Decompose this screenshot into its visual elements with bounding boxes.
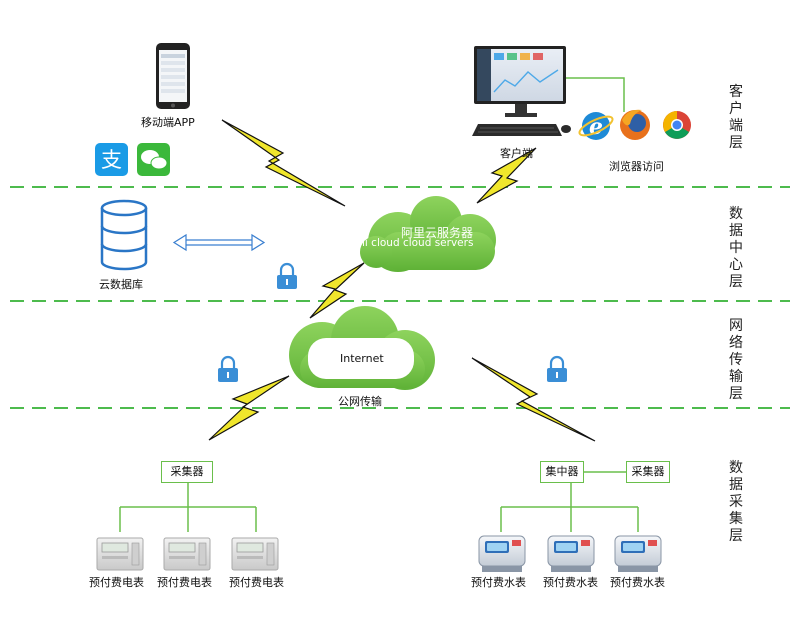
keyboard-icon [472, 124, 571, 136]
water-meter-label: 预付费水表 [610, 576, 665, 589]
mobile-phone-icon [156, 43, 190, 109]
internet-cloud-title: Internet [340, 352, 384, 365]
water-meter-1-icon [478, 535, 526, 572]
cloud-database-icon [100, 199, 148, 271]
water-meter-3-icon [614, 535, 662, 572]
wechat-icon [137, 143, 170, 176]
desktop-monitor-icon [474, 46, 566, 117]
lightning-internet-left-icon [208, 375, 290, 441]
layer-title-network: 网 络 传 输 层 [729, 318, 743, 402]
electric-meter-1-icon [96, 537, 144, 571]
double-arrow-icon [172, 233, 266, 252]
firefox-icon [620, 109, 650, 140]
lightning-desktop-server-icon [476, 147, 537, 204]
public-network-label: 公网传输 [338, 395, 382, 408]
desktop-client-label: 客户端 [500, 147, 533, 160]
left-collector-tree [119, 483, 257, 532]
lock-icon-network-left [218, 355, 238, 382]
internet-cloud-shape [289, 306, 435, 390]
right-collector-box: 采集器 [626, 461, 670, 483]
electric-meter-label: 预付费电表 [157, 576, 212, 589]
electric-meter-2-icon [163, 537, 211, 571]
aliyun-cloud-shape [360, 196, 496, 272]
lightning-bolts [208, 119, 596, 442]
lightning-server-internet-icon [309, 262, 365, 319]
aliyun-server-subtitle: li cloud cloud servers [362, 237, 474, 249]
water-meter-2-icon [547, 535, 595, 572]
lock-icon-datacenter [277, 262, 297, 289]
layer-title-acquisition: 数 据 采 集 层 [729, 460, 743, 544]
lock-icon-network-right [547, 355, 567, 382]
svg-text:支: 支 [101, 148, 122, 172]
lightning-internet-right-icon [471, 357, 596, 442]
alipay-icon: 支 [95, 143, 128, 176]
monitor-browser-connector [566, 77, 625, 112]
right-concentrator-tree [500, 471, 639, 532]
right-concentrator-box: 集中器 [540, 461, 584, 483]
water-meter-label: 预付费水表 [543, 576, 598, 589]
layer-dividers [10, 186, 790, 409]
layer-title-datacenter: 数 据 中 心 层 [729, 206, 743, 290]
layer-title-client: 客 户 端 层 [729, 84, 743, 151]
ie-icon: e [578, 112, 614, 140]
aliyun-server-title: 阿里云服务器 [401, 226, 474, 240]
mobile-app-label: 移动端APP [141, 116, 195, 129]
electric-meter-label: 预付费电表 [89, 576, 144, 589]
cloud-database-label: 云数据库 [99, 278, 143, 291]
electric-meter-3-icon [231, 537, 279, 571]
lightning-mobile-server-icon [221, 119, 346, 207]
water-meter-label: 预付费水表 [471, 576, 526, 589]
browser-access-label: 浏览器访问 [609, 160, 664, 173]
left-collector-box: 采集器 [161, 461, 213, 483]
electric-meter-label: 预付费电表 [229, 576, 284, 589]
chrome-icon [663, 111, 691, 139]
